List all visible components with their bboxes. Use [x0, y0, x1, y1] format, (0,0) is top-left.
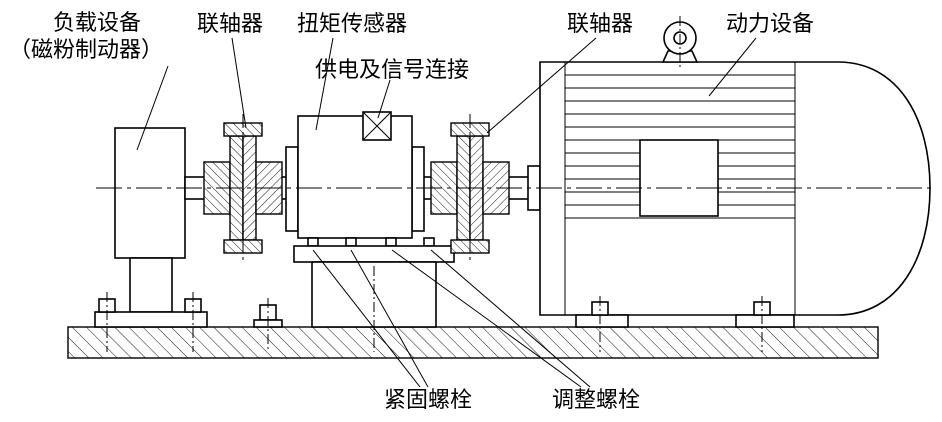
adjustment-bolt-1: [385, 237, 397, 247]
fastening-bolt-2: [345, 237, 357, 247]
leader-load-device: [136, 65, 169, 151]
label-torque-sensor: 扭矩传感器: [297, 11, 407, 36]
sensor-mounting-bolts: [307, 237, 435, 247]
label-coupling-right: 联轴器: [567, 11, 633, 36]
load-device-column: [129, 257, 173, 313]
connector-cross-2: [362, 111, 392, 141]
center-lines: [96, 16, 934, 352]
signal-connector: [362, 111, 392, 141]
sensor-end-cap-right: [411, 146, 425, 232]
leader-coupling-right: [486, 37, 597, 134]
label-load-device-line1: 负载设备: [53, 10, 141, 35]
label-power-device: 动力设备: [726, 11, 814, 36]
sensor-end-cap-left: [285, 146, 299, 232]
adjustment-bolt-2: [423, 237, 435, 247]
load-device-body: [114, 127, 186, 259]
leader-fastening-bolt-1: [312, 249, 421, 388]
label-power-signal: 供电及信号连接: [315, 57, 469, 82]
leader-torque-sensor: [315, 37, 334, 131]
sensor-foot-plate: [293, 245, 455, 263]
label-load-device-line2: （磁粉制动器）: [9, 37, 163, 62]
sensor-body: [297, 115, 413, 239]
leader-coupling-left: [231, 37, 247, 129]
label-fastening-bolt: 紧固螺栓: [384, 387, 472, 412]
label-adjustment-bolt: 调整螺栓: [552, 387, 640, 412]
label-coupling-left: 联轴器: [197, 11, 263, 36]
load-device: [94, 127, 208, 328]
leader-adjustment-bolt-1: [391, 249, 582, 388]
labels: 负载设备 （磁粉制动器） 联轴器 扭矩传感器 供电及信号连接 联轴器 动力设备 …: [9, 10, 814, 412]
torque-sensor: [285, 111, 455, 328]
base-plate-section: [67, 326, 879, 359]
leader-lines: [136, 37, 757, 388]
leader-adjustment-bolt-2: [430, 249, 591, 388]
load-device-foot: [94, 311, 208, 328]
leader-power-signal: [377, 79, 391, 119]
motor-foot-left: [575, 314, 629, 328]
base-plate: [67, 326, 879, 359]
leader-fastening-bolt-2: [350, 249, 429, 388]
terminal-box: [639, 139, 719, 217]
fastening-bolt-1: [307, 237, 319, 247]
leader-power-device: [708, 37, 757, 97]
motor: [539, 21, 931, 328]
motor-foot-right: [735, 314, 795, 328]
